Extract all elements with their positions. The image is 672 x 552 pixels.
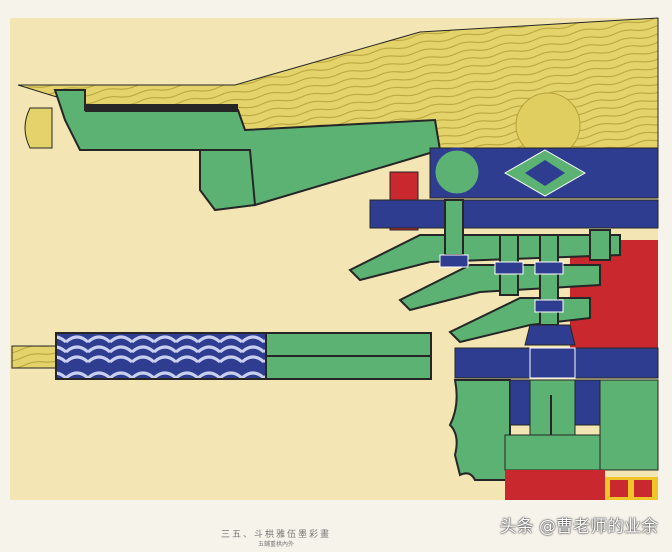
bracket-block <box>589 229 611 261</box>
red-wall <box>570 240 658 350</box>
red-base <box>505 470 605 500</box>
bracket-arm-upper <box>199 149 257 212</box>
purlin-end <box>24 107 53 149</box>
watermark: 头条 @曹老师的业余 <box>499 517 658 537</box>
wave-pattern-band <box>55 332 267 380</box>
blue-beam <box>369 199 659 229</box>
rosette <box>432 147 482 197</box>
corbel <box>448 379 511 481</box>
caption: 三五、斗栱雅伍墨彩畫 <box>220 530 331 540</box>
column-green <box>599 379 659 471</box>
bracket-block <box>444 199 464 256</box>
subcaption: 五鋪重栱內外 <box>257 541 294 548</box>
beam-wood-end <box>11 345 58 369</box>
rafter-end-disc <box>515 92 581 158</box>
